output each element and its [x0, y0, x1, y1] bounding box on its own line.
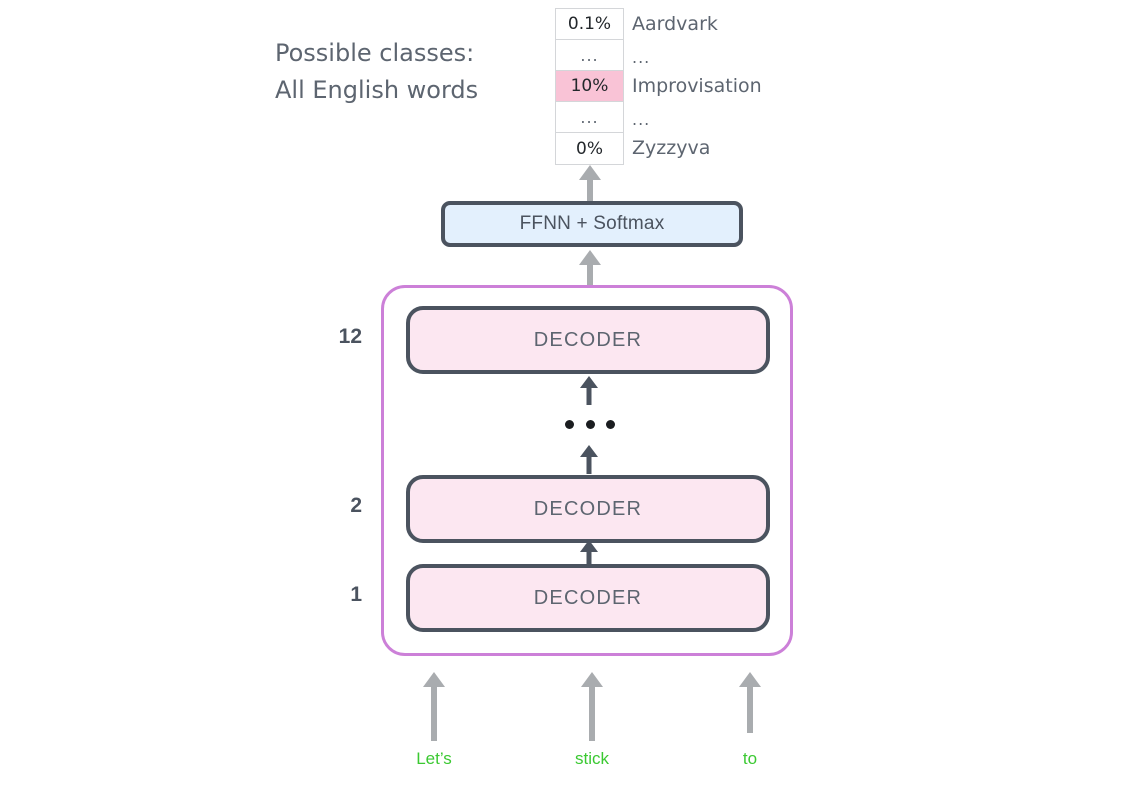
caption-line-2: All English words	[275, 76, 479, 104]
arrow-stack-to-ffnn-icon	[579, 250, 601, 287]
arrow-input-2-icon	[581, 672, 603, 741]
arrow-up-to-decoder-12-icon	[580, 376, 598, 405]
ffnn-label: FFNN + Softmax	[519, 213, 665, 234]
decoder-label: DECODER	[533, 497, 643, 520]
probability-value: ...	[580, 107, 599, 127]
class-label: Zyzzyva	[632, 137, 711, 159]
input-word-3: to	[742, 749, 758, 768]
arrow-input-1-icon	[423, 672, 445, 741]
class-label: ...	[632, 48, 651, 67]
decoder-label: DECODER	[533, 586, 643, 609]
layer-number-2: 2	[350, 494, 362, 517]
ffnn-softmax-box: FFNN + Softmax	[441, 201, 743, 247]
probability-value: ...	[580, 45, 599, 65]
probability-value: 0%	[576, 138, 603, 159]
probability-value: 10%	[570, 76, 609, 96]
class-label: Improvisation	[632, 75, 762, 97]
dot-icon	[565, 420, 574, 429]
arrow-ffnn-to-output-icon	[579, 165, 601, 202]
decoder-stack-ellipsis	[565, 420, 615, 429]
caption-line-1: Possible classes:	[275, 39, 475, 67]
possible-classes-caption: Possible classes: All English words	[275, 35, 478, 109]
table-row-highlighted: 10%	[556, 71, 623, 102]
decoder-box-12: DECODER	[406, 306, 770, 374]
arrow-up-from-decoder-2-icon	[580, 445, 598, 474]
dot-icon	[606, 420, 615, 429]
class-label: ...	[632, 110, 651, 129]
layer-number-12: 12	[338, 325, 362, 348]
output-probability-table: 0.1% ... 10% ... 0%	[555, 8, 624, 165]
decoder-label: DECODER	[533, 328, 643, 351]
arrow-input-3-icon	[739, 672, 761, 733]
decoder-box-2: DECODER	[406, 475, 770, 543]
decoder-box-1: DECODER	[406, 564, 770, 632]
input-word-2: stick	[575, 749, 609, 768]
probability-value: 0.1%	[567, 14, 612, 34]
table-row: 0.1%	[556, 9, 623, 40]
class-label: Aardvark	[632, 13, 718, 35]
input-word-1: Let’s	[416, 749, 452, 768]
table-row: ...	[556, 40, 623, 71]
dot-icon	[585, 420, 595, 429]
table-row: ...	[556, 102, 623, 133]
layer-number-1: 1	[350, 583, 362, 606]
table-row: 0%	[556, 133, 623, 164]
